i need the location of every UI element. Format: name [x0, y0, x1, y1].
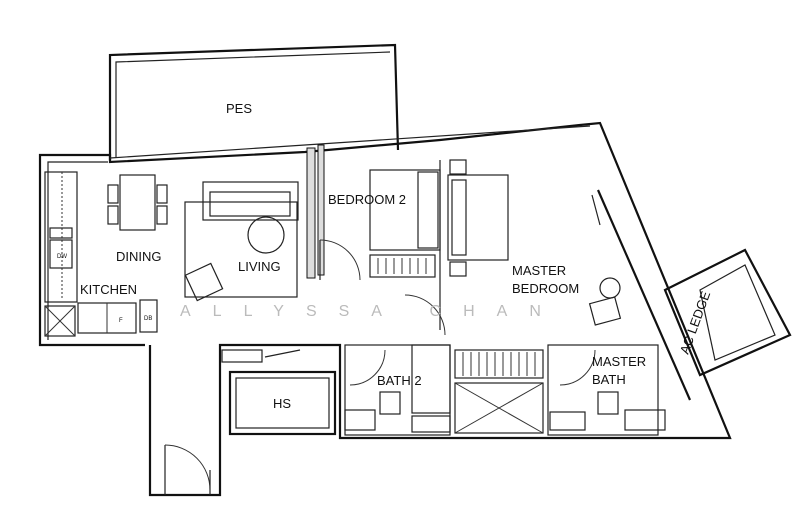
- label-master-bedroom-2: BEDROOM: [512, 281, 579, 296]
- corridor-fixtures: [454, 349, 544, 434]
- label-master-bath-2: BATH: [592, 372, 626, 387]
- master-bed: [447, 159, 692, 401]
- label-bedroom2: BEDROOM 2: [328, 192, 406, 207]
- dishwasher-label: DW: [57, 254, 67, 260]
- label-master-bath-1: MASTER: [592, 354, 646, 369]
- watermark: ALLYSSA CHAN: [180, 303, 563, 320]
- fridge-label: F: [119, 318, 123, 324]
- label-master-bedroom-1: MASTER: [512, 263, 566, 278]
- master-bath-fixtures: [547, 344, 666, 436]
- pes-area: [108, 43, 400, 160]
- label-bath2: BATH 2: [377, 373, 422, 388]
- label-pes: PES: [226, 101, 252, 116]
- label-dining: DINING: [116, 249, 162, 264]
- outer-walls: [38, 121, 732, 497]
- dining-table: [107, 174, 168, 231]
- living-furniture: [184, 181, 299, 302]
- label-living: LIVING: [238, 259, 281, 274]
- db-label: DB: [144, 316, 152, 322]
- household-shelter: [221, 349, 337, 436]
- bath2-fixtures: [344, 344, 451, 436]
- label-hs: HS: [273, 396, 291, 411]
- entrance-door: [164, 444, 211, 495]
- label-kitchen: KITCHEN: [80, 282, 137, 297]
- bedroom2-furniture: [319, 160, 446, 336]
- ac-ledge: [663, 248, 792, 377]
- kitchen-fixtures: DW F DB: [44, 171, 158, 337]
